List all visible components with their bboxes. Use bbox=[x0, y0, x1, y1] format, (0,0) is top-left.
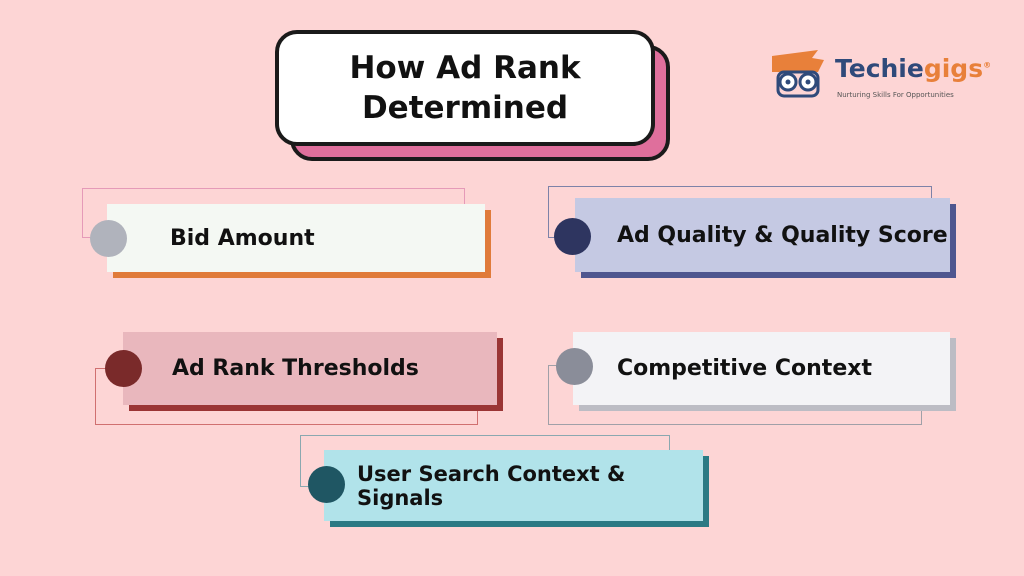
bullet-circle bbox=[308, 466, 345, 503]
logo-mascot-icon bbox=[772, 50, 824, 98]
bullet-circle bbox=[105, 350, 142, 387]
factor-label: Bid Amount bbox=[170, 225, 315, 251]
bullet-circle bbox=[556, 348, 593, 385]
factor-label: Ad Rank Thresholds bbox=[172, 356, 419, 381]
factor-label: User Search Context & Signals bbox=[357, 461, 626, 510]
logo-wordmark: Techiegigs® bbox=[835, 54, 992, 83]
logo-tagline: Nurturing Skills For Opportunities bbox=[837, 91, 954, 99]
factor-card-user-search-context: User Search Context & Signals bbox=[324, 450, 703, 521]
factor-card-bid-amount: Bid Amount bbox=[107, 204, 485, 272]
bullet-circle bbox=[90, 220, 127, 257]
title-line-2: Determined bbox=[361, 90, 569, 126]
factor-card-ad-quality: Ad Quality & Quality Score bbox=[575, 198, 950, 272]
factor-card-competitive-context: Competitive Context bbox=[573, 332, 950, 405]
title-line-1: How Ad Rank bbox=[349, 50, 581, 86]
factor-label: Competitive Context bbox=[617, 356, 872, 381]
bullet-circle bbox=[554, 218, 591, 255]
logo bbox=[768, 48, 828, 104]
factor-label: Ad Quality & Quality Score bbox=[617, 222, 948, 248]
factor-card-ad-rank-thresholds: Ad Rank Thresholds bbox=[123, 332, 497, 405]
